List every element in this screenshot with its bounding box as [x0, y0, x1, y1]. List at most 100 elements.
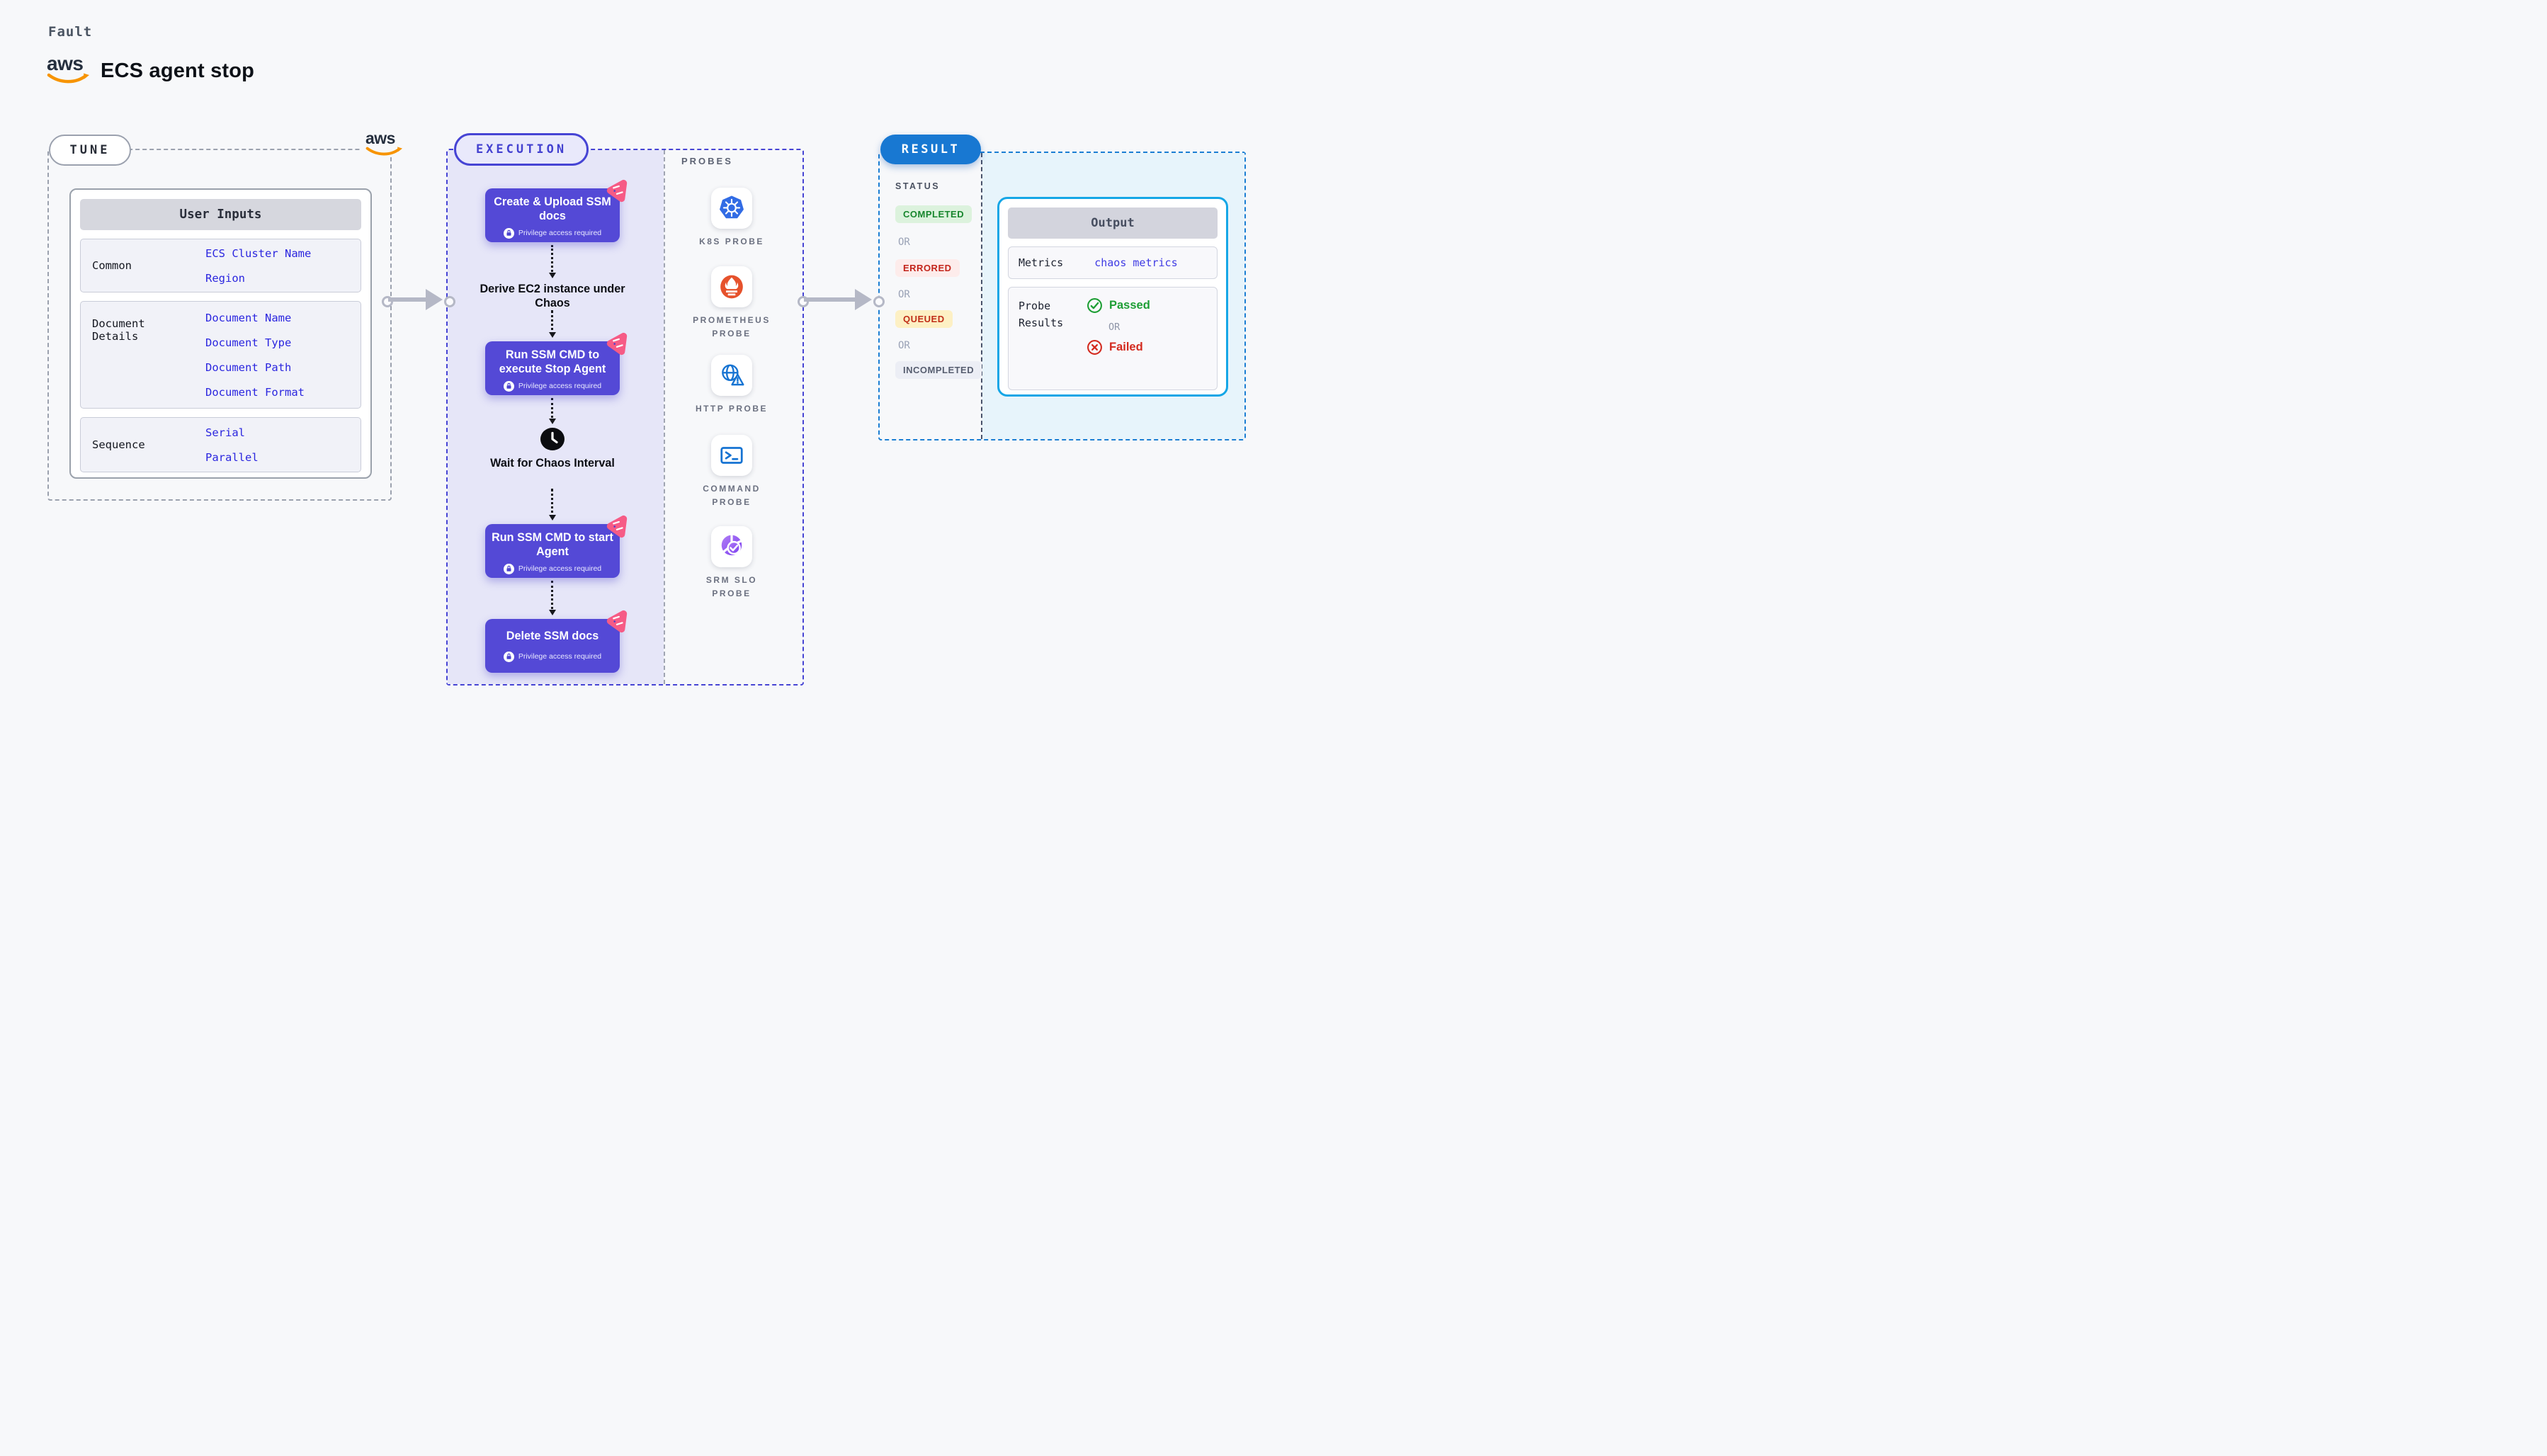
chaos-metrics-link[interactable]: chaos metrics	[1094, 256, 1178, 269]
probe-label-http: HTTP PROBE	[695, 404, 768, 414]
input-link-serial[interactable]: Serial	[205, 426, 245, 439]
aws-logo: aws	[47, 52, 89, 84]
arrow-shaft	[388, 297, 428, 302]
step-wait-for-chaos-interval: Wait for Chaos Interval	[490, 457, 615, 470]
or-separator: OR	[898, 340, 910, 351]
probes-heading: PROBES	[681, 156, 733, 166]
probe-command[interactable]	[711, 435, 752, 476]
step-delete-ssm-docs[interactable]: Delete SSM docs Privilege access require…	[485, 610, 628, 673]
arrow-head	[855, 289, 872, 310]
arrow-shaft	[804, 297, 856, 302]
arrow-tune-to-execution	[382, 288, 455, 311]
arrow-execution-to-result	[798, 288, 885, 311]
status-badge-completed: COMPLETED	[895, 205, 972, 223]
input-link-region[interactable]: Region	[205, 271, 245, 285]
globe-warning-icon	[722, 364, 744, 386]
x-circle-icon	[1087, 340, 1102, 355]
probe-http[interactable]	[711, 355, 752, 396]
status-divider	[981, 153, 982, 439]
flow-connector	[548, 310, 556, 338]
status-badge-errored: ERRORED	[895, 259, 960, 277]
clock-icon	[540, 426, 565, 455]
privilege-badge-label: Privilege access required	[518, 382, 602, 391]
aws-smile-icon	[365, 146, 402, 156]
table-row-document-details: Document Details Document Name Document …	[80, 301, 361, 409]
probe-label-k8s: K8S PROBE	[699, 237, 764, 246]
probe-results-row: Probe Results Passed OR Faile	[1008, 287, 1218, 390]
status-badge-incompleted: INCOMPLETED	[895, 361, 982, 379]
step-title: Run SSM CMD to execute Stop Agent	[499, 348, 606, 375]
privilege-badge-label: Privilege access required	[518, 652, 602, 661]
probe-result-failed: Failed	[1087, 339, 1150, 356]
chaos-experiment-icon	[606, 179, 628, 203]
step-title: Delete SSM docs	[506, 630, 599, 642]
output-header: Output	[1008, 207, 1218, 239]
probe-result-passed: Passed	[1087, 297, 1150, 314]
step-run-ssm-cmd-stop-agent[interactable]: Run SSM CMD to execute Stop Agent Privil…	[485, 332, 628, 395]
failed-label: Failed	[1109, 341, 1143, 353]
chaos-experiment-icon	[606, 610, 628, 633]
flow-connector	[548, 489, 556, 521]
slo-donut-check-icon	[721, 534, 742, 556]
step-title: Create & Upload SSM docs	[494, 195, 611, 222]
probe-label-prometheus: PROMETHEUS PROBE	[693, 315, 771, 339]
aws-logo-tune: aws	[362, 130, 406, 157]
probe-results-label: Probe Results	[1019, 300, 1064, 329]
step-run-ssm-cmd-start-agent[interactable]: Run SSM CMD to start Agent Privilege acc…	[485, 515, 628, 578]
probe-label-srm-slo: SRM SLO PROBE	[705, 575, 758, 598]
tune-section-box	[47, 149, 392, 501]
terminal-icon	[720, 447, 743, 464]
step-title: Run SSM CMD to start Agent	[492, 531, 613, 558]
step-derive-ec2-instance: Derive EC2 instance under Chaos	[480, 283, 625, 310]
connector-dot	[873, 296, 885, 307]
or-separator: OR	[898, 289, 910, 300]
input-link-ecs-cluster-name[interactable]: ECS Cluster Name	[205, 246, 312, 260]
aws-wordmark: aws	[365, 129, 395, 147]
privilege-badge: Privilege access required	[491, 651, 614, 662]
row-label: Document Details	[92, 317, 145, 343]
connector-dot	[444, 296, 455, 307]
check-circle-icon	[1087, 298, 1102, 313]
flow-connector	[548, 245, 556, 278]
input-link-document-format[interactable]: Document Format	[205, 385, 305, 399]
flow-connector	[548, 398, 556, 424]
input-link-document-name[interactable]: Document Name	[205, 311, 292, 324]
metrics-row: Metrics chaos metrics	[1008, 246, 1218, 279]
chaos-experiment-icon	[606, 515, 628, 538]
status-heading: STATUS	[895, 181, 941, 191]
lock-icon	[503, 380, 514, 392]
probe-srm-slo[interactable]	[711, 526, 752, 567]
table-row-sequence: Sequence Serial Parallel	[80, 417, 361, 472]
lock-icon	[503, 227, 514, 239]
lock-icon	[503, 651, 514, 662]
user-inputs-table: User Inputs Common ECS Cluster Name Regi…	[69, 188, 372, 479]
aws-wordmark: aws	[47, 52, 84, 74]
lock-icon	[503, 563, 514, 574]
input-link-document-path[interactable]: Document Path	[205, 360, 292, 374]
kubernetes-icon	[720, 195, 744, 219]
probe-label-command: COMMAND PROBE	[703, 484, 761, 507]
arrow-head	[426, 289, 443, 310]
step-create-upload-ssm-docs[interactable]: Create & Upload SSM docs Privilege acces…	[485, 179, 628, 242]
privilege-badge: Privilege access required	[491, 563, 614, 574]
privilege-badge: Privilege access required	[491, 380, 614, 392]
page-title: ECS agent stop	[101, 59, 255, 82]
probe-k8s[interactable]	[711, 188, 752, 229]
row-label: Common	[92, 259, 132, 272]
aws-smile-icon	[47, 73, 89, 84]
probe-prometheus[interactable]	[711, 266, 752, 307]
passed-label: Passed	[1109, 299, 1150, 312]
execution-pill: EXECUTION	[454, 133, 589, 166]
input-link-parallel[interactable]: Parallel	[205, 450, 259, 464]
input-link-document-type[interactable]: Document Type	[205, 336, 292, 349]
fault-kicker: Fault	[48, 24, 93, 40]
row-label: Sequence	[92, 438, 145, 451]
user-inputs-header: User Inputs	[80, 199, 361, 230]
privilege-badge: Privilege access required	[491, 227, 614, 239]
status-badge-queued: QUEUED	[895, 310, 953, 328]
or-separator: OR	[898, 237, 910, 248]
tune-pill: TUNE	[49, 135, 131, 166]
prometheus-icon	[720, 275, 743, 299]
output-card: Output Metrics chaos metrics Probe Resul…	[997, 197, 1228, 397]
probes-divider	[664, 150, 665, 684]
